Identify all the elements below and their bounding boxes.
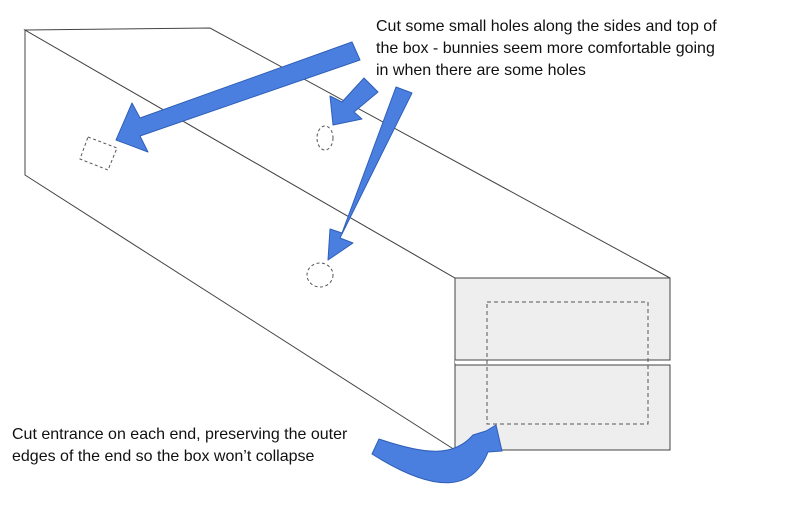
- hole-cuts: [79, 125, 334, 288]
- entrance-instruction: Cut entrance on each end, preserving the…: [12, 424, 347, 468]
- entrance-cut-outline: [486, 301, 649, 425]
- holes-instruction-line-1: Cut some small holes along the sides and…: [376, 18, 717, 35]
- arrows: [115, 41, 503, 484]
- holes-instruction: Cut some small holes along the sides and…: [376, 16, 717, 82]
- holes-instruction-line-2: the box - bunnies seem more comfortable …: [376, 40, 715, 57]
- holes-instruction-line-3: in when there are some holes: [376, 62, 586, 79]
- arrow-holes-left-icon: [115, 41, 361, 153]
- box-end: [454, 277, 671, 451]
- arrow-holes-top-icon: [329, 77, 379, 126]
- entrance-instruction-line-2: edges of the end so the box won’t collap…: [12, 448, 315, 465]
- end-flap-upper: [454, 277, 671, 361]
- hole-cut-lower: [306, 262, 334, 288]
- arrow-entrance-icon: [371, 424, 503, 484]
- entrance-instruction-line-1: Cut entrance on each end, preserving the…: [12, 426, 348, 443]
- arrow-holes-bottom-icon: [327, 86, 413, 261]
- hole-cut-top: [316, 125, 334, 151]
